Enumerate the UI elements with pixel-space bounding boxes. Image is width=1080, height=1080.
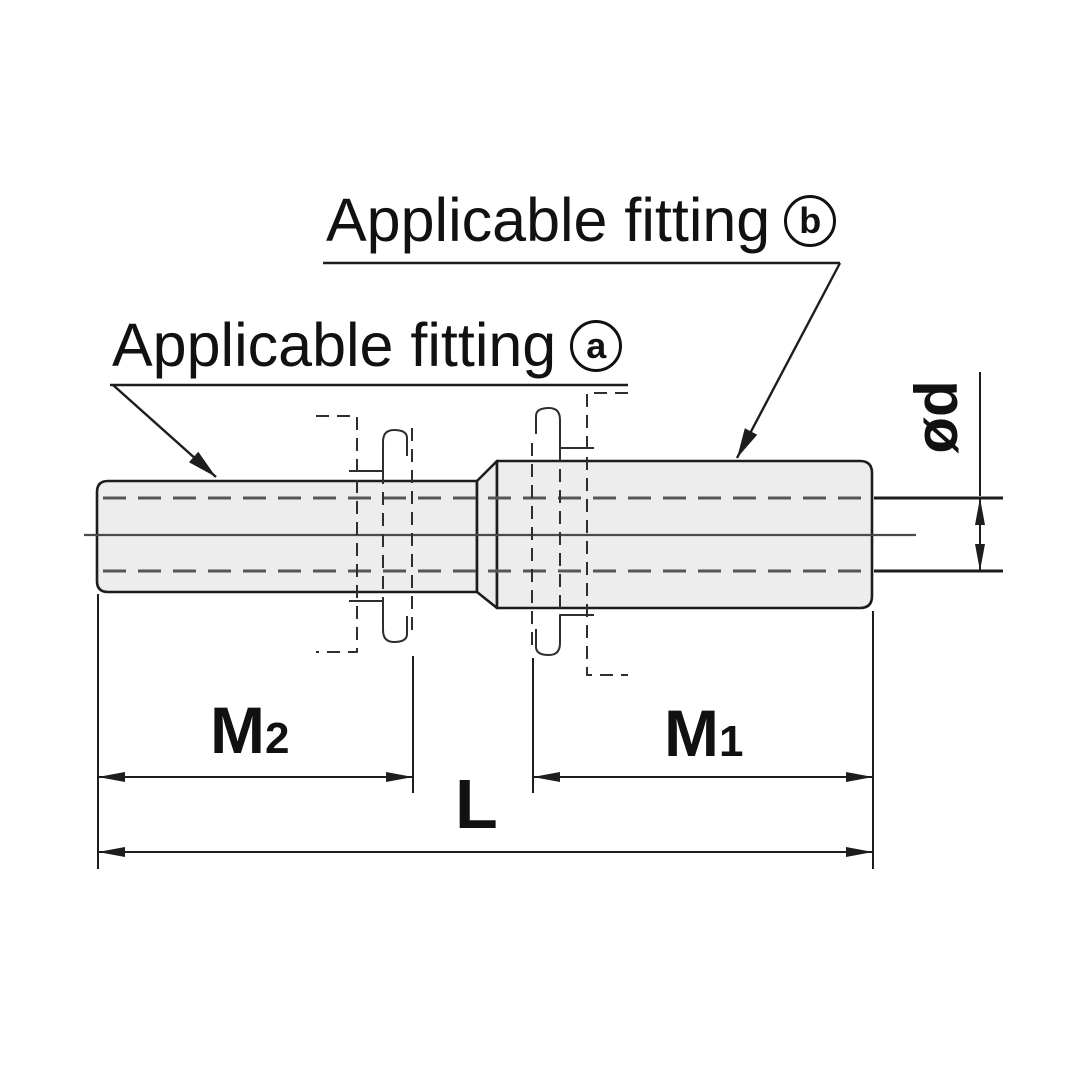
callout-leaders (110, 261, 842, 478)
dim-m2-subscript: 2 (264, 714, 290, 763)
hidden-bore-lines (103, 496, 866, 573)
fitting-a-claw-top (349, 429, 408, 472)
fitting-a-badge: a (570, 320, 623, 372)
fitting-b-outer-profile (586, 392, 628, 676)
callout-fitting-a: Applicable fitting a (112, 311, 623, 379)
dim-l-label: L (455, 765, 498, 843)
dim-m1-label: M1 (664, 700, 743, 766)
callout-b-leader (735, 262, 842, 459)
fitting-a-claw-bottom (349, 600, 408, 643)
dim-m2-label: M2 (210, 697, 289, 763)
fitting-b-badge: b (784, 195, 837, 247)
dim-m2-base: M (210, 693, 265, 767)
callout-a-leader (112, 384, 217, 478)
dim-m1-base: M (664, 696, 719, 770)
phantom-fitting-b (531, 392, 628, 676)
dimension-lines (97, 594, 874, 869)
dim-d-lines (874, 372, 1003, 573)
callout-fitting-b-text: Applicable fitting (326, 186, 771, 254)
fitting-b-claw-top (535, 407, 594, 449)
fitting-a-outer-profile (316, 415, 358, 653)
callout-fitting-a-text: Applicable fitting (112, 311, 557, 379)
dim-m1-subscript: 1 (718, 717, 744, 766)
dim-d-label: ød (903, 380, 970, 454)
fitting-b-claw-bottom (535, 614, 594, 656)
phantom-fitting-a (316, 415, 413, 653)
callout-fitting-b: Applicable fitting b (326, 186, 837, 254)
